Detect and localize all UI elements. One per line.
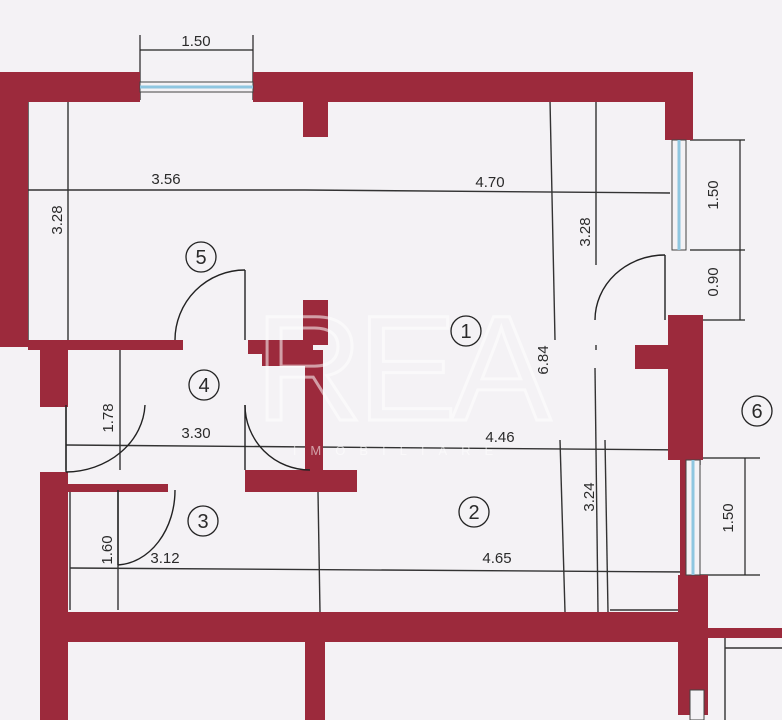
room-marker-6: 6	[741, 395, 773, 427]
dim-room5-height: 3.28	[49, 205, 66, 234]
room-number-3: 3	[197, 511, 208, 533]
windows	[139, 81, 705, 720]
room-marker-5: 5	[185, 241, 217, 273]
room-markers: 5 1 4 6 2 3	[185, 241, 773, 537]
dim-total-height: 6.84	[535, 345, 552, 374]
dim-room1-height: 3.28	[577, 217, 594, 246]
walls	[0, 72, 782, 720]
room-number-6: 6	[751, 401, 762, 423]
dim-right-door: 0.90	[705, 267, 722, 296]
dim-bath-height: 1.60	[99, 535, 116, 564]
dim-hall-height: 1.78	[100, 403, 117, 432]
room-marker-3: 3	[187, 505, 219, 537]
room-number-2: 2	[468, 502, 479, 524]
door-swings	[65, 254, 666, 566]
dim-top-window: 1.50	[181, 33, 210, 50]
dim-bath-width: 3.12	[150, 550, 179, 567]
room-marker-1: 1	[450, 315, 482, 347]
room-number-5: 5	[195, 247, 206, 269]
dim-room2-width-upper: 4.46	[485, 429, 514, 446]
watermark-subtitle: IMOBILIARE	[293, 443, 507, 458]
dim-room1-width: 4.70	[475, 174, 504, 191]
dim-right-window-upper: 1.50	[705, 180, 722, 209]
dim-room2-width-lower: 4.65	[482, 550, 511, 567]
room-number-1: 1	[460, 321, 471, 343]
room-marker-2: 2	[458, 496, 490, 528]
room-number-4: 4	[198, 375, 209, 397]
dim-hall-width: 3.30	[181, 425, 210, 442]
dim-room5-width: 3.56	[151, 171, 180, 188]
watermark: REA IMOBILIARE	[253, 283, 558, 459]
dim-right-window-lower: 1.50	[720, 503, 737, 532]
watermark-logo: REA	[255, 284, 551, 452]
dimension-labels: 1.50 3.56 3.28 4.70 3.28 1.50 0.90 6.84 …	[49, 33, 737, 567]
room-marker-4: 4	[188, 369, 220, 401]
dim-room2-height-text: 3.24	[581, 482, 598, 511]
